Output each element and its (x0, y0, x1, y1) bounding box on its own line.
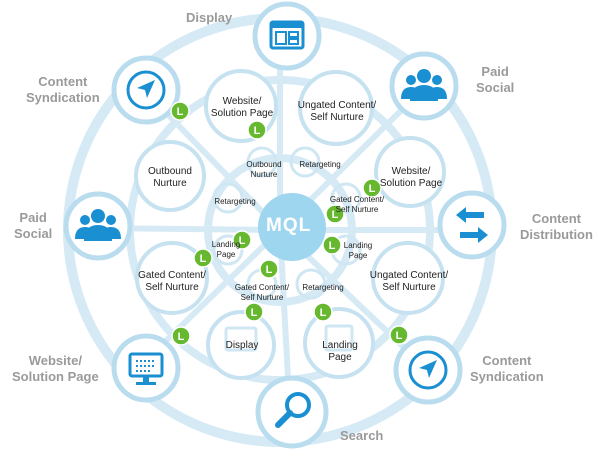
lead-badges: L L L L L L L L L L L L (170, 101, 409, 346)
inner-label-retargeting-bottom: Retargeting (302, 283, 344, 292)
middle-label-ungated-right: Ungated Content/ Self Nurture (369, 270, 449, 293)
lead-badge-icon (325, 204, 345, 224)
lead-badge-icon (322, 235, 342, 255)
lead-badge-letter: L (178, 331, 185, 343)
middle-node-website-right (374, 136, 446, 208)
label-website-solution-left: Website/ Solution Page (12, 353, 99, 384)
inner-node (295, 268, 327, 300)
inner-label-retargeting-top: Retargeting (299, 160, 341, 169)
people-icon (401, 69, 447, 101)
lead-badge-icon (247, 120, 267, 140)
search-node (255, 375, 329, 449)
inner-label-outbound: Outbound Nurture (246, 160, 282, 179)
inner-label-gated-upper-right: Gated Content/ Self Nurture (329, 195, 385, 214)
inner-node (212, 182, 244, 214)
middle-label-website-right: Website/ Solution Page (379, 166, 443, 189)
mql-center (258, 193, 326, 261)
label-content-syndication-right: Content Syndication (470, 353, 544, 384)
middle-node-ungated-top (298, 70, 374, 146)
middle-node-gated-left (135, 241, 209, 315)
paid-social-node-right (389, 51, 459, 121)
lead-badge-icon (232, 230, 252, 250)
paid-social-node-left (63, 191, 133, 261)
navigation-icon (408, 350, 448, 390)
inner-node (330, 182, 362, 214)
lead-badge-icon (389, 325, 409, 345)
middle-node-outbound-left (134, 140, 206, 212)
lead-badge-letter: L (369, 183, 376, 195)
outer-nodes (63, 1, 507, 449)
middle-node-display-bottom (206, 310, 276, 380)
middle-label-display-bottom: Display (225, 340, 259, 351)
lead-badge-icon (313, 302, 333, 322)
lead-badge-letter: L (329, 240, 336, 252)
search-icon (275, 392, 311, 428)
label-display: Display (186, 10, 233, 25)
label-paid-social-right: Paid Social (476, 64, 515, 95)
middle-label-website-top: Website/ Solution Page (210, 96, 274, 119)
middle-label-outbound-left: Outbound Nurture (148, 166, 192, 189)
lead-badge-letter: L (396, 330, 403, 342)
content-syndication-node-left (111, 55, 181, 125)
lead-badge-icon (362, 178, 382, 198)
middle-label-landing-bottom: Landing Page (322, 340, 358, 363)
label-search: Search (340, 428, 384, 443)
lead-badge-letter: L (266, 264, 273, 276)
middle-nodes (134, 69, 446, 380)
middle-node-landing-bottom (303, 307, 375, 379)
label-content-syndication-left: Content Syndication (26, 74, 100, 105)
navigation-icon (126, 70, 166, 110)
middle-node-ungated-right (371, 241, 445, 315)
inner-node (212, 234, 244, 266)
lead-badge-icon (171, 326, 191, 346)
inner-node (289, 146, 321, 178)
lead-badge-letter: L (200, 253, 207, 265)
lead-badge-letter: L (177, 106, 184, 118)
monitor-icon (128, 352, 164, 385)
lead-badge-icon (193, 248, 213, 268)
lead-badge-letter: L (254, 125, 261, 137)
lead-badge-letter: L (332, 209, 339, 221)
content-distribution-node (437, 190, 507, 260)
inner-label-gated-bottom: Gated Content/ Self Nurture (234, 283, 290, 302)
middle-label-gated-left: Gated Content/ Self Nurture (138, 270, 206, 293)
display-node (252, 1, 322, 71)
lead-badge-icon (259, 259, 279, 279)
people-icon (75, 209, 121, 241)
inner-label-landing-left: Landing Page (211, 240, 241, 259)
website-node-left (111, 333, 181, 403)
lead-badge-letter: L (239, 235, 246, 247)
lead-badge-letter: L (320, 307, 327, 319)
label-paid-social-left: Paid Social (14, 210, 53, 241)
content-syndication-node-right (393, 335, 463, 405)
mql-label: MQL (266, 215, 312, 236)
inner-node (246, 146, 278, 178)
inner-label-retargeting-left: Retargeting (214, 197, 256, 206)
display-thumb-icon (224, 326, 258, 352)
middle-label-ungated-top: Ungated Content/ Self Nurture (297, 100, 377, 123)
inner-node-icons (212, 146, 362, 352)
lead-badge-icon (244, 302, 264, 322)
landing-thumb-icon (324, 324, 354, 352)
lead-badge-icon (170, 101, 190, 121)
display-icon (269, 20, 305, 50)
lead-badge-letter: L (251, 307, 258, 319)
inner-label-landing-right: Landing Page (343, 241, 373, 260)
label-content-distribution: Content Distribution (520, 211, 593, 242)
arrows-exchange-icon (456, 207, 488, 243)
